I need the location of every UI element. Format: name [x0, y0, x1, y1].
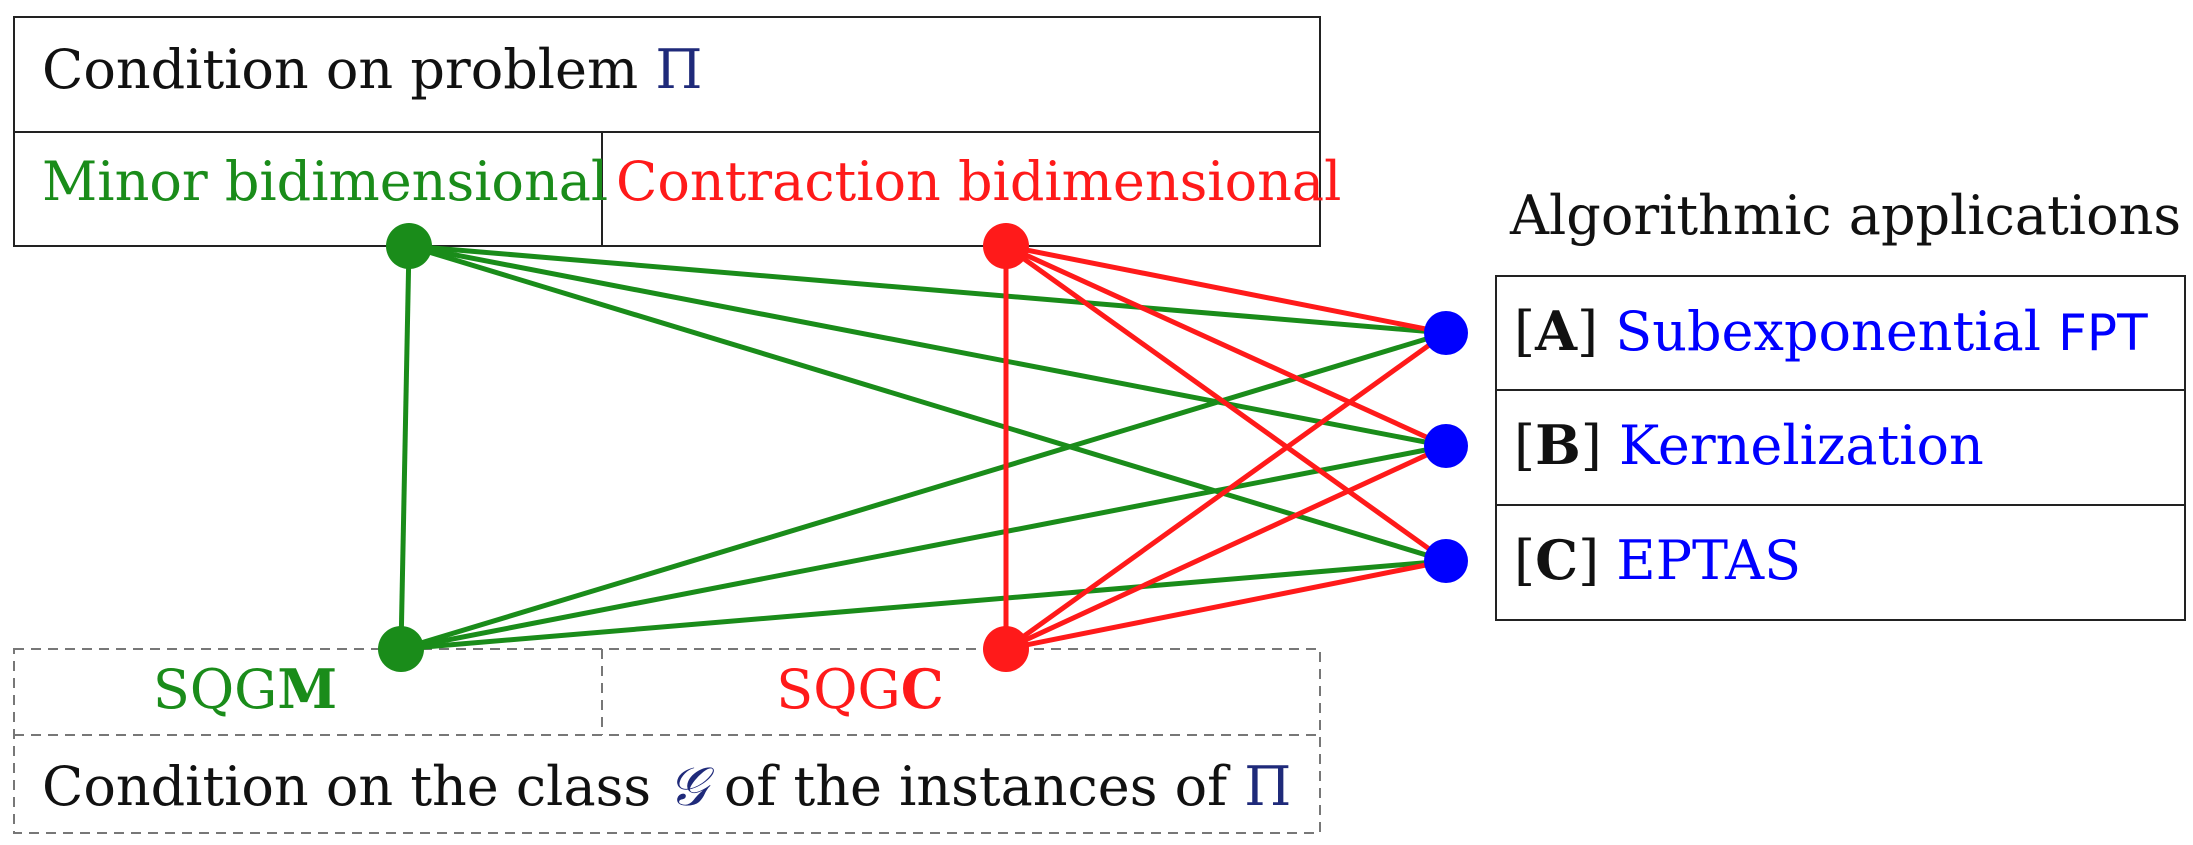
class-box-caption: Condition on the class 𝒢 of the instance…: [42, 755, 1291, 818]
apps-title: Algorithmic applications: [1509, 184, 2181, 247]
algorithmic-applications-panel: Algorithmic applications [A] Subexponent…: [1495, 184, 2186, 621]
sqgm-node: [378, 626, 424, 672]
pi-symbol: Π: [655, 38, 702, 101]
app-a-node: [1424, 311, 1468, 355]
app-b-node: [1424, 424, 1468, 468]
problem-condition-box: Condition on problem Π Minor bidimension…: [13, 16, 1341, 247]
app-c-row: [C] EPTAS: [1514, 528, 1801, 592]
edge-minor-top-to-minor-bottom: [398, 245, 412, 650]
app-c-node: [1424, 539, 1468, 583]
minor-bidimensional-node: [386, 223, 432, 269]
edge-minor-top-to-app-b: [408, 243, 1447, 449]
pi-symbol: Π: [1244, 755, 1291, 818]
edge-minor-bottom-to-app-a: [400, 330, 1447, 652]
app-a-row: [A] Subexponential FPT: [1514, 299, 2148, 363]
edges: [398, 243, 1448, 652]
sqgc-label: SQGC: [776, 657, 943, 721]
edge-minor-top-to-app-c: [408, 243, 1447, 564]
edge-contr-bottom-to-app-b: [1004, 443, 1448, 652]
class-condition-box: SQGM SQGC Condition on the class 𝒢 of th…: [13, 648, 1321, 834]
minor-bidimensional-label: Minor bidimensional: [42, 150, 608, 213]
edge-minor-top-to-app-a: [408, 243, 1447, 336]
edge-contr-bottom-to-app-a: [1004, 330, 1448, 652]
sqgc-node: [983, 626, 1029, 672]
edge-contr-top-to-app-a: [1005, 243, 1447, 336]
app-b-row: [B] Kernelization: [1514, 413, 1984, 477]
edge-contr-bottom-to-app-c: [1005, 558, 1447, 652]
sqgm-label: SQGM: [153, 657, 337, 721]
problem-box-title: Condition on problem Π: [42, 38, 702, 101]
edge-contr-top-to-app-b: [1004, 243, 1448, 449]
contraction-bidimensional-node: [983, 223, 1029, 269]
edge-minor-bottom-to-app-b: [400, 443, 1447, 652]
edge-contr-top-to-app-c: [1004, 243, 1448, 564]
nodes: [378, 223, 1468, 672]
edge-minor-bottom-to-app-c: [400, 558, 1447, 652]
contraction-bidimensional-label: Contraction bidimensional: [616, 150, 1341, 213]
